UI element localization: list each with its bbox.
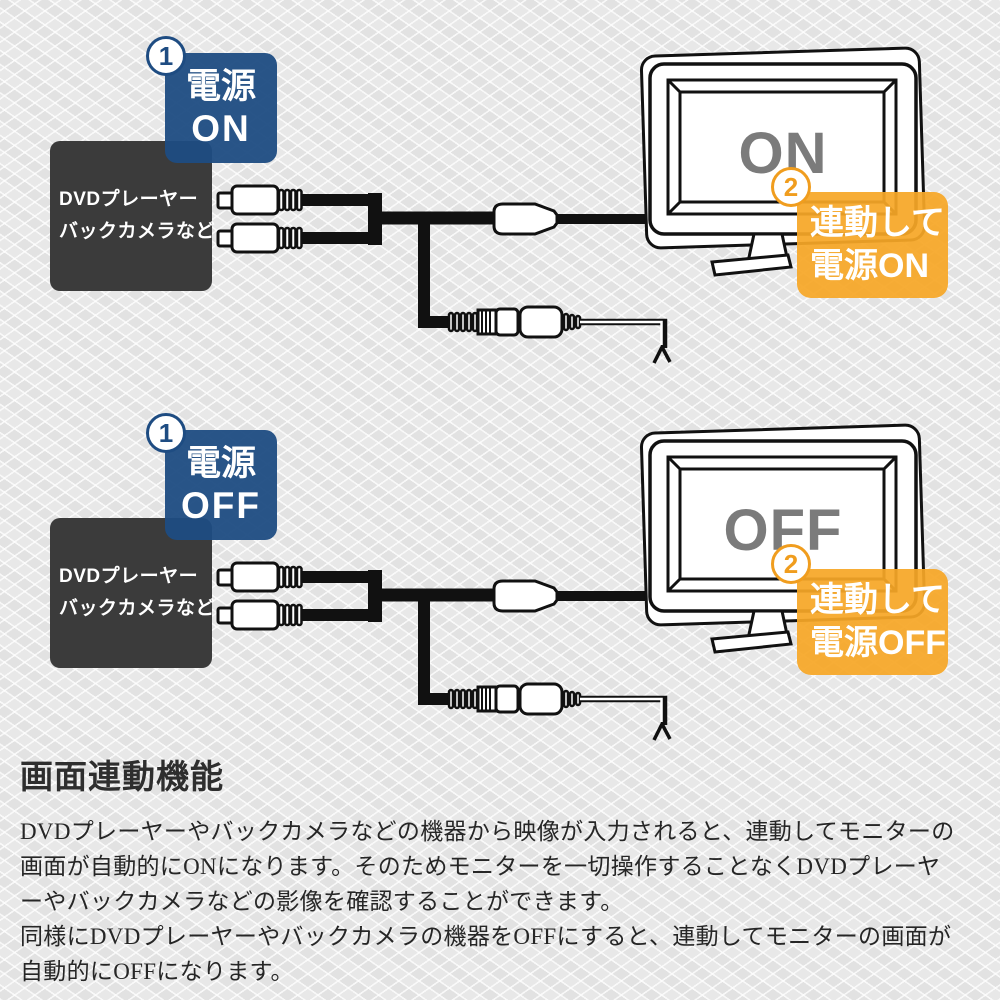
- step2-linked-power-badge: 連動して 電源ON: [797, 192, 948, 298]
- step1-badge-line2: OFF: [181, 485, 261, 526]
- step1-badge-line1: 電源: [185, 67, 256, 106]
- step2-number-icon: 2: [771, 167, 811, 207]
- step2-badge-line1: 連動して: [810, 581, 945, 619]
- monitor-icon: [639, 46, 927, 277]
- feature-description: 画面連動機能 DVDプレーヤーやバックカメラなどの機器から映像が入力されると、連…: [20, 750, 986, 989]
- step1-power-badge: 電源 OFF: [165, 430, 277, 540]
- description-line: ーやバックカメラなどの影像を確認することができます。: [20, 889, 624, 914]
- rca-plug-icon: [216, 222, 303, 254]
- source-device-box: DVDプレーヤー バックカメラなど: [50, 518, 216, 668]
- step1-badge-line2: ON: [191, 108, 251, 149]
- step1-power-badge: 電源 ON: [165, 53, 277, 163]
- source-device-line2: バックカメラなど: [59, 598, 216, 619]
- step1-badge-line1: 電源: [185, 444, 256, 483]
- source-device-box: DVDプレーヤー バックカメラなど: [50, 141, 216, 291]
- av-cables: [302, 193, 660, 328]
- description-line: 画面が自動的にONになります。そのためモニターを一切操作することなくDVDプレー…: [20, 854, 941, 879]
- power-lead-fork-icon: [580, 318, 672, 364]
- source-device-line1: DVDプレーヤー: [59, 189, 199, 210]
- inline-connector-icon: [492, 202, 559, 236]
- step2-badge-line2: 電源OFF: [810, 624, 946, 662]
- step2-linked-power-badge: 連動して 電源OFF: [797, 569, 948, 675]
- step2-number-icon: 2: [771, 544, 811, 584]
- description-line: 自動的にOFFになります。: [20, 959, 294, 984]
- feature-title: 画面連動機能: [20, 760, 224, 796]
- rca-plug-icon: [216, 184, 303, 216]
- step2-badge-line2: 電源ON: [810, 247, 929, 285]
- step1-number-icon: 1: [146, 36, 186, 76]
- step1-number-icon: 1: [146, 413, 186, 453]
- description-line: DVDプレーヤーやバックカメラなどの機器から映像が入力されると、連動してモニター…: [20, 819, 955, 844]
- description-line: 同様にDVDプレーヤーやバックカメラの機器をOFFにすると、連動してモニターの画…: [20, 924, 952, 949]
- source-device-line2: バックカメラなど: [59, 221, 216, 242]
- source-device-line1: DVDプレーヤー: [59, 566, 199, 587]
- cable-and-monitor-rig: [216, 46, 927, 364]
- step2-badge-line1: 連動して: [810, 204, 945, 242]
- power-connector-icon: [447, 305, 582, 339]
